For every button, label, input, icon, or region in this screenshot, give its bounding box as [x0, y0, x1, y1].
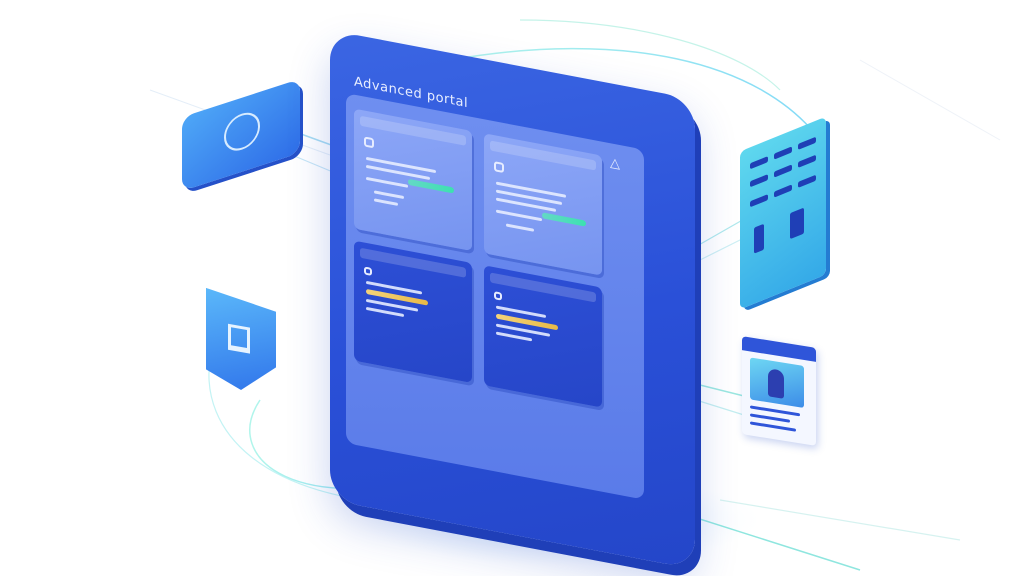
- person-figure: [768, 368, 784, 399]
- grid-cell: [790, 207, 804, 240]
- grid-cell: [750, 174, 768, 188]
- text-line: [496, 209, 542, 222]
- grid-cell: [774, 184, 792, 198]
- text-line: [374, 198, 398, 206]
- person-photo-icon: [750, 357, 804, 408]
- list-icon: [364, 266, 372, 276]
- text-line: [366, 306, 404, 318]
- tablet-device: Advanced portal ≡ △: [330, 30, 695, 570]
- warning-triangle-icon[interactable]: △: [610, 155, 620, 173]
- card-header: [360, 115, 466, 146]
- grid-cell: [798, 154, 816, 168]
- profile-line: [750, 421, 796, 432]
- text-line: [374, 190, 404, 200]
- card-header: [490, 272, 596, 303]
- list-icon: [494, 291, 502, 301]
- dashboard-card-bottom-left[interactable]: [354, 240, 472, 383]
- line-faint-right: [859, 59, 1001, 141]
- grid-cell: [774, 164, 792, 178]
- dashboard-card-top-left[interactable]: [354, 108, 472, 251]
- highlight-bar: [542, 212, 586, 227]
- highlight-bar: [408, 178, 454, 194]
- ring-icon: [224, 107, 260, 156]
- grid-cell: [750, 156, 768, 170]
- card-header: [360, 247, 466, 278]
- text-line: [366, 176, 408, 188]
- line-bottom-right-2: [719, 499, 961, 541]
- chat-icon: [494, 161, 504, 174]
- dashboard-card-top-right[interactable]: [484, 133, 602, 276]
- door-icon: [228, 324, 250, 354]
- profile-card: [742, 336, 816, 446]
- tablet-screen: ≡ △: [346, 93, 644, 500]
- grid-cell: [798, 174, 816, 188]
- chat-icon: [364, 136, 374, 149]
- text-line: [506, 223, 534, 232]
- line-top-arc-2: [519, 19, 781, 91]
- dashboard-card-bottom-right[interactable]: [484, 265, 602, 408]
- grid-cell: [754, 223, 764, 254]
- line-top-arc: [449, 47, 821, 141]
- grid-cell: [798, 136, 816, 150]
- grid-cell: [774, 146, 792, 160]
- text-line: [496, 331, 532, 342]
- card-header: [490, 140, 596, 171]
- grid-cell: [750, 194, 768, 208]
- profile-line: [750, 413, 790, 423]
